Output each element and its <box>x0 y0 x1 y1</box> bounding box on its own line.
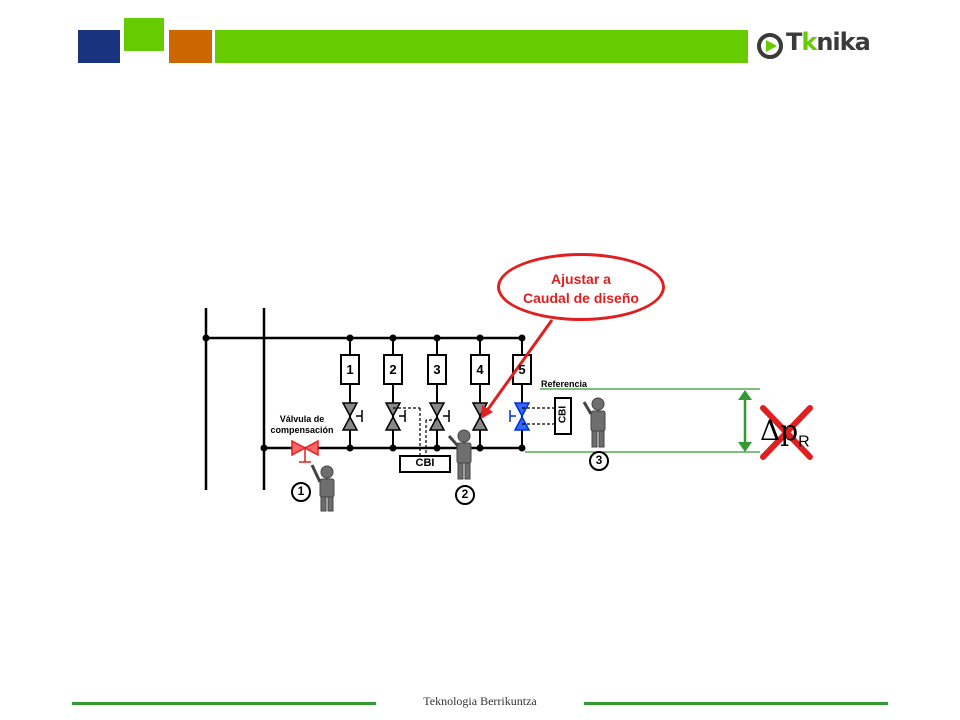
valve-label-3: 3 <box>433 362 441 377</box>
branch-3 <box>427 338 447 448</box>
pipe-junctions <box>202 334 526 452</box>
callout-ellipse <box>497 253 665 321</box>
cbi-label-right: CBI <box>557 405 569 424</box>
header-square-orange <box>169 30 212 63</box>
delta-p-label: ΔpR <box>760 414 810 451</box>
cbi-dashed-links <box>393 407 556 456</box>
reference-label: Referencia <box>541 379 588 389</box>
valve-label-4: 4 <box>476 362 484 377</box>
branch-1 <box>340 338 360 448</box>
cbi-label-bottom: CBI <box>415 457 435 469</box>
operator-number-2: 2 <box>461 487 469 501</box>
compensation-valve-label: Válvula de compensación <box>270 414 334 435</box>
footer-line-right <box>584 702 888 705</box>
valve-label-5: 5 <box>518 362 526 377</box>
delta-p-reference-lines <box>525 388 760 453</box>
cbi-instrument-bottom <box>399 455 451 473</box>
cbi-instrument-right <box>554 397 572 435</box>
delta-p-arrow-icon <box>738 390 752 452</box>
branch-valves <box>341 402 489 431</box>
compensation-valve <box>291 439 319 463</box>
branch-4 <box>470 338 490 448</box>
operator-figure-2 <box>447 429 472 480</box>
valve-label-1: 1 <box>346 362 354 377</box>
logo-text: Tknika <box>786 28 871 56</box>
operator-number-3: 3 <box>595 453 603 467</box>
callout-arrow-icon <box>481 319 554 419</box>
pipes <box>204 308 522 490</box>
branch-5 <box>512 338 532 448</box>
header-square-green <box>124 18 164 51</box>
operator-number-circles <box>291 451 609 505</box>
callout-text: Ajustar a Caudal de diseño <box>523 271 639 306</box>
operator-figure-1 <box>310 464 335 512</box>
branch-2 <box>383 338 403 448</box>
footer-line-left <box>72 702 376 705</box>
operator-number-1: 1 <box>297 484 305 498</box>
operator-figure-3 <box>582 397 606 448</box>
reference-valve <box>509 402 531 431</box>
logo-play-icon <box>757 33 783 59</box>
header-square-navy <box>78 30 120 63</box>
footer-text: Teknologia Berrikuntza <box>423 694 537 708</box>
cross-out-icon <box>760 405 813 460</box>
valve-label-2: 2 <box>389 362 397 377</box>
header-bar <box>215 30 748 63</box>
